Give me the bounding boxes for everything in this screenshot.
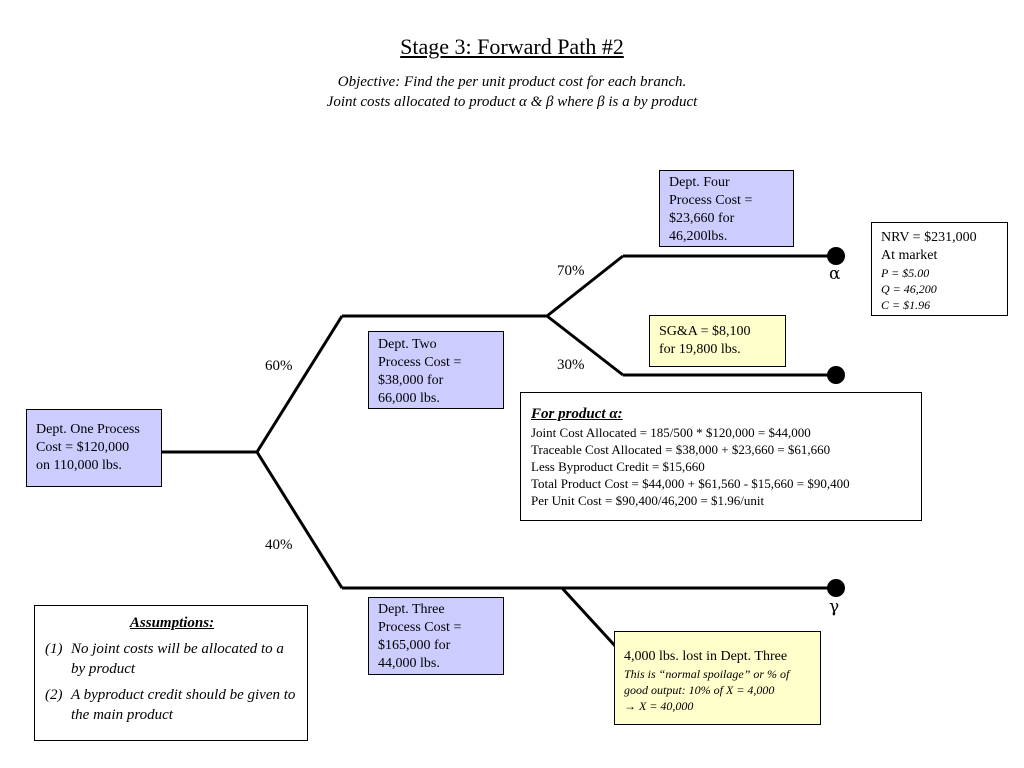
dept-three-line-2: Process Cost =: [378, 620, 462, 635]
spoilage-line-1: 4,000 lbs. lost in Dept. Three: [624, 649, 788, 664]
alpha-endpoint: [827, 247, 845, 265]
nrv-at-market: At market: [881, 248, 938, 263]
dept-two-line-3: $38,000 for: [378, 373, 444, 388]
sga-box: SG&A = $8,100 for 19,800 lbs.: [649, 315, 786, 367]
dept-one-line-3: on 110,000 lbs.: [36, 458, 122, 473]
assumption-number: (2): [45, 687, 63, 703]
assumptions-box: Assumptions: (1) No joint costs will be …: [34, 605, 308, 741]
spoilage-line-4: → X = 40,000: [624, 699, 694, 713]
sga-line-2: for 19,800 lbs.: [659, 342, 741, 357]
line-branch-alpha: [546, 254, 624, 318]
assumption-item-1: (1) No joint costs will be allocated to …: [45, 639, 299, 679]
dept-one-line-2: Cost = $120,000: [36, 440, 130, 455]
percent-30: 30%: [557, 357, 585, 373]
product-gamma-label: γ: [829, 597, 840, 617]
spoilage-box: 4,000 lbs. lost in Dept. Three This is “…: [614, 631, 821, 725]
nrv-box: NRV = $231,000 At market P = $5.00 Q = 4…: [871, 222, 1008, 316]
product-alpha-heading: For product α:: [531, 406, 623, 422]
objective-line-1: Objective: Find the per unit product cos…: [337, 74, 687, 90]
dept-two-line-1: Dept. Two: [378, 337, 437, 352]
dept-two-line-4: 66,000 lbs.: [378, 391, 440, 406]
line-branch-up: [255, 315, 344, 453]
dept-two-box: Dept. Two Process Cost = $38,000 for 66,…: [368, 331, 504, 409]
percent-40: 40%: [265, 537, 293, 553]
spoilage-line-2: This is “normal spoilage” or % of: [624, 667, 790, 681]
assumption-text: A byproduct credit should be given to th…: [71, 687, 296, 723]
dept-three-box: Dept. Three Process Cost = $165,000 for …: [368, 597, 504, 675]
page-title: Stage 3: Forward Path #2: [400, 34, 624, 59]
objective-line-2: Joint costs allocated to product α & β w…: [326, 94, 698, 110]
percent-60: 60%: [265, 358, 293, 374]
total-product-cost-row: Total Product Cost = $44,000 + $61,560 -…: [531, 476, 850, 491]
assumption-text: No joint costs will be allocated to a by…: [71, 641, 284, 677]
dept-three-line-4: 44,000 lbs.: [378, 656, 440, 671]
nrv-price: P = $5.00: [881, 266, 930, 280]
dept-four-line-4: 46,200lbs.: [669, 229, 728, 244]
spoilage-line-3: good output: 10% of X = 4,000: [624, 683, 775, 697]
line-branch-down: [255, 451, 344, 589]
line-spoilage: [560, 586, 619, 650]
sga-line-1: SG&A = $8,100: [659, 324, 751, 339]
nrv-quantity: Q = 46,200: [881, 282, 937, 296]
dept-three-line-3: $165,000 for: [378, 638, 451, 653]
dept-four-box: Dept. Four Process Cost = $23,660 for 46…: [659, 170, 794, 247]
nrv-cost: C = $1.96: [881, 298, 931, 312]
dept-four-line-1: Dept. Four: [669, 175, 730, 190]
assumption-number: (1): [45, 641, 63, 657]
gamma-endpoint: [827, 579, 845, 597]
traceable-cost-row: Traceable Cost Allocated = $38,000 + $23…: [531, 442, 831, 457]
percent-70: 70%: [557, 263, 585, 279]
dept-four-line-2: Process Cost =: [669, 193, 753, 208]
product-alpha-label: α: [829, 264, 841, 284]
dept-four-line-3: $23,660 for: [669, 211, 735, 226]
dept-three-line-1: Dept. Three: [378, 602, 445, 617]
dept-two-line-2: Process Cost =: [378, 355, 462, 370]
byproduct-credit-row: Less Byproduct Credit = $15,660: [531, 459, 705, 474]
assumption-item-2: (2) A byproduct credit should be given t…: [45, 685, 299, 725]
nrv-value: NRV = $231,000: [881, 230, 977, 245]
beta-endpoint: [827, 366, 845, 384]
line-branch-beta: [546, 314, 624, 377]
dept-one-box: Dept. One Process Cost = $120,000 on 110…: [26, 409, 162, 487]
product-alpha-calc-box: For product α: Joint Cost Allocated = 18…: [520, 392, 922, 521]
assumptions-heading: Assumptions:: [129, 615, 215, 631]
joint-cost-row: Joint Cost Allocated = 185/500 * $120,00…: [531, 425, 811, 440]
dept-one-line-1: Dept. One Process: [36, 422, 140, 437]
per-unit-cost-row: Per Unit Cost = $90,400/46,200 = $1.96/u…: [531, 493, 765, 508]
